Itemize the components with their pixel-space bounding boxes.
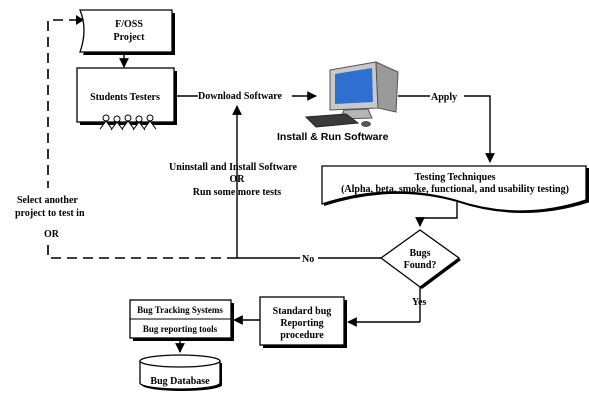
testing-techniques-node: Testing Techniques (Alpha, beta, smoke, … bbox=[321, 165, 589, 213]
standard-bug-node: Standard bug Reporting procedure bbox=[259, 296, 347, 348]
select-another-label-1: Select another bbox=[17, 195, 78, 206]
edge-testing-to-bugs bbox=[415, 202, 458, 227]
edge-no-to-download bbox=[232, 105, 300, 259]
bug-database-node: Bug Database bbox=[139, 354, 222, 391]
foss-project-node: F/OSS Project bbox=[79, 9, 175, 55]
bugs-found-label-1: Bugs bbox=[409, 248, 430, 259]
retest-label-1: Uninstall and Install Software bbox=[169, 162, 297, 173]
select-another-label-group: Select another project to test in OR bbox=[12, 188, 85, 240]
bug-reporting-tools-label: Bug reporting tools bbox=[143, 324, 218, 334]
bugs-found-decision: Bugs Found? bbox=[379, 229, 461, 289]
standard-bug-label-2: Reporting bbox=[280, 318, 323, 329]
retest-label-3: Run some more tests bbox=[193, 187, 282, 198]
retest-label-group: Uninstall and Install Software OR Run so… bbox=[169, 162, 297, 198]
foss-project-label-1: F/OSS bbox=[115, 19, 143, 30]
bug-database-label: Bug Database bbox=[150, 376, 210, 387]
bug-tracking-label: Bug Tracking Systems bbox=[137, 305, 223, 315]
bugs-found-label-2: Found? bbox=[404, 260, 437, 271]
students-testers-label: Students Testers bbox=[90, 92, 160, 103]
computer-icon bbox=[304, 61, 399, 128]
testing-techniques-title: Testing Techniques bbox=[414, 172, 495, 183]
standard-bug-label-1: Standard bug bbox=[273, 306, 332, 317]
people-icon bbox=[99, 114, 157, 131]
or-label: OR bbox=[44, 229, 60, 240]
retest-label-2: OR bbox=[230, 174, 246, 185]
install-run-label: Install & Run Software bbox=[277, 131, 389, 143]
testing-techniques-subtitle: (Alpha, beta, smoke, functional, and usa… bbox=[341, 184, 569, 195]
no-label: No bbox=[302, 254, 314, 265]
select-another-label-2: project to test in bbox=[15, 208, 85, 219]
dashed-arrowhead bbox=[76, 15, 84, 25]
students-testers-node: Students Testers bbox=[76, 67, 177, 125]
yes-label: Yes bbox=[412, 297, 427, 308]
download-software-label: Download Software bbox=[198, 91, 283, 102]
standard-bug-label-3: procedure bbox=[280, 330, 324, 341]
edge-apply-to-testing bbox=[464, 95, 495, 163]
foss-project-label-2: Project bbox=[114, 32, 146, 43]
apply-label: Apply bbox=[431, 92, 457, 103]
bug-tracking-node: Bug Tracking Systems Bug reporting tools bbox=[129, 299, 234, 341]
dashed-edge-select-another bbox=[47, 19, 237, 259]
